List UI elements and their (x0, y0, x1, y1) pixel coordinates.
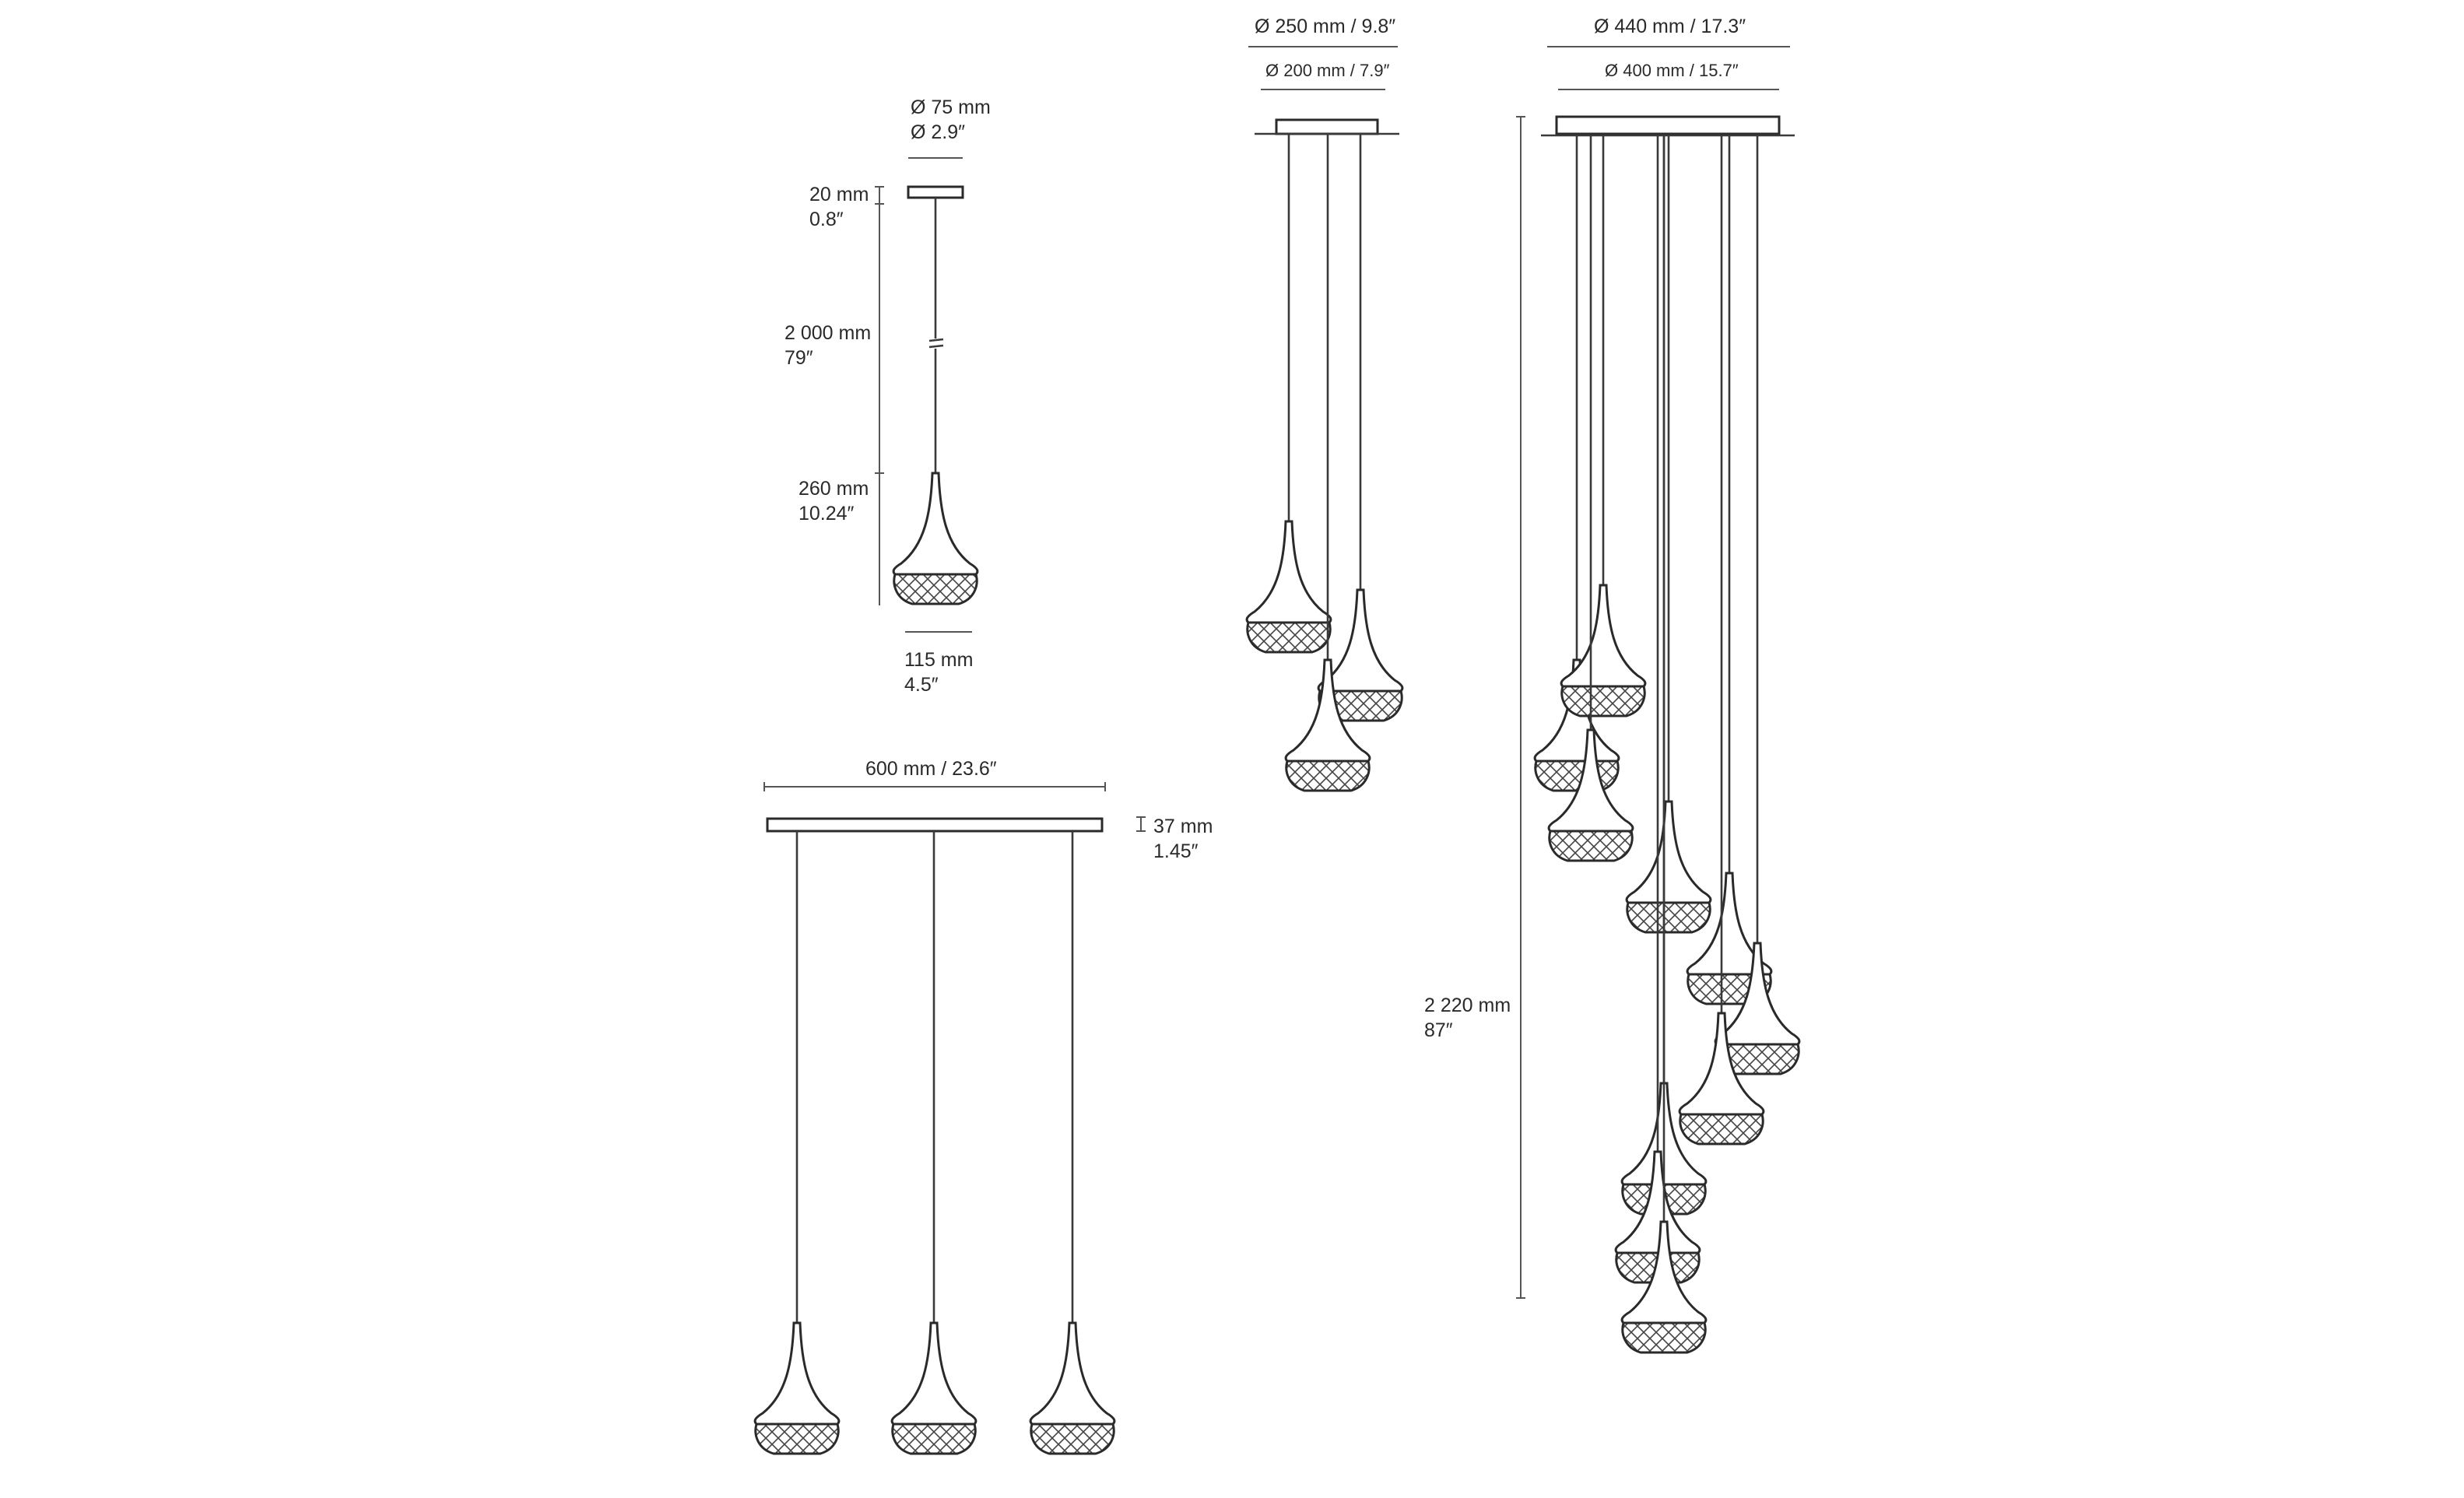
single-shade-diameter-mm: 115 mm (904, 649, 973, 671)
cluster10-lamp-4-shade (1625, 800, 1712, 904)
single-diffuser (893, 573, 978, 605)
cluster3-lamp-3-diffuser (1285, 760, 1371, 792)
linear-lamp-3-diffuser (1030, 1423, 1115, 1455)
cluster3-lamp-3 (1284, 134, 1371, 792)
cluster10-lamp-5 (1686, 135, 1773, 1005)
cluster10-lamp-10-diffuser (1621, 1321, 1707, 1354)
single-shade (892, 472, 979, 576)
cluster10-lamp-4-diffuser (1626, 901, 1711, 934)
single-shade-height-inch: 10.24″ (799, 503, 855, 524)
cluster10-lamps (1533, 135, 1801, 1354)
cluster10-lamp-7-diffuser (1679, 1113, 1764, 1145)
cluster10-lamp-6 (1714, 135, 1801, 1075)
single-canopy (907, 185, 964, 199)
cluster10-lamp-9 (1614, 135, 1701, 1284)
cluster3-outer-diameter: Ø 250 mm / 9.8″ (1255, 16, 1395, 37)
cluster10-lamp-4 (1625, 135, 1712, 934)
linear-pendant: 600 mm / 23.6″ 37 mm 1.45″ (753, 758, 1213, 1455)
cluster10-inner-diameter: Ø 400 mm / 15.7″ (1605, 61, 1739, 80)
linear-lamp-3 (1029, 831, 1116, 1455)
cluster10-height-mm: 2 220 mm (1424, 995, 1511, 1016)
cluster10-canopy (1555, 115, 1781, 135)
single-canopy-height-mm: 20 mm (809, 184, 869, 205)
cluster-10-pendant: Ø 440 mm / 17.3″ Ø 400 mm / 15.7″ 2 220 … (1424, 16, 1801, 1354)
cluster3-lamp-1 (1245, 134, 1332, 654)
cluster3-inner-diameter: Ø 200 mm / 7.9″ (1265, 61, 1390, 80)
linear-canopy-height-inch: 1.45″ (1153, 840, 1199, 862)
cluster10-lamp-2 (1560, 135, 1647, 717)
linear-lamp-2-diffuser (891, 1423, 977, 1455)
linear-lamp-1-shade (753, 1321, 841, 1426)
linear-canopy (766, 817, 1104, 833)
linear-lamp-3-shade (1029, 1321, 1116, 1426)
linear-lamp-1-diffuser (754, 1423, 840, 1455)
linear-width-label: 600 mm / 23.6″ (865, 758, 997, 780)
cluster3-lamps (1245, 134, 1404, 792)
single-cable-length-mm: 2 000 mm (784, 322, 871, 344)
cluster10-lamp-3-diffuser (1548, 830, 1634, 862)
cluster10-lamp-10 (1620, 135, 1708, 1354)
single-canopy-diameter-mm: Ø 75 mm (911, 96, 991, 118)
single-cord-break (928, 338, 944, 342)
cluster10-lamp-3 (1547, 135, 1634, 862)
single-canopy-height-inch: 0.8″ (809, 209, 844, 230)
linear-canopy-height-mm: 37 mm (1153, 816, 1213, 837)
linear-lamp-1 (753, 831, 841, 1455)
single-pendant: Ø 75 mm Ø 2.9″ 20 mm 0.8″ 2 000 mm 79″ 2… (784, 96, 991, 696)
cluster3-lamp-2 (1317, 134, 1404, 722)
cluster3-lamp-1-shade (1245, 520, 1332, 624)
linear-lamps (753, 831, 1116, 1455)
cluster10-lamp-2-shade (1560, 584, 1647, 688)
cluster10-lamp-1-diffuser (1534, 760, 1620, 792)
cluster10-lamp-2-diffuser (1560, 685, 1646, 717)
linear-lamp-2 (890, 831, 978, 1455)
single-cable-length-inch: 79″ (784, 347, 813, 369)
single-shade-height-mm: 260 mm (799, 478, 869, 500)
single-canopy-diameter-inch: Ø 2.9″ (911, 121, 965, 143)
cluster10-outer-diameter: Ø 440 mm / 17.3″ (1594, 16, 1746, 37)
single-shade-diameter-inch: 4.5″ (904, 674, 939, 696)
linear-lamp-2-shade (890, 1321, 978, 1426)
cluster10-height-inch: 87″ (1424, 1019, 1453, 1041)
cluster10-lamp-7 (1678, 135, 1765, 1145)
cluster3-lamp-1-diffuser (1246, 621, 1332, 654)
cluster3-canopy (1275, 118, 1379, 135)
cluster-3-pendant: Ø 250 mm / 9.8″ Ø 200 mm / 7.9″ (1245, 16, 1404, 792)
